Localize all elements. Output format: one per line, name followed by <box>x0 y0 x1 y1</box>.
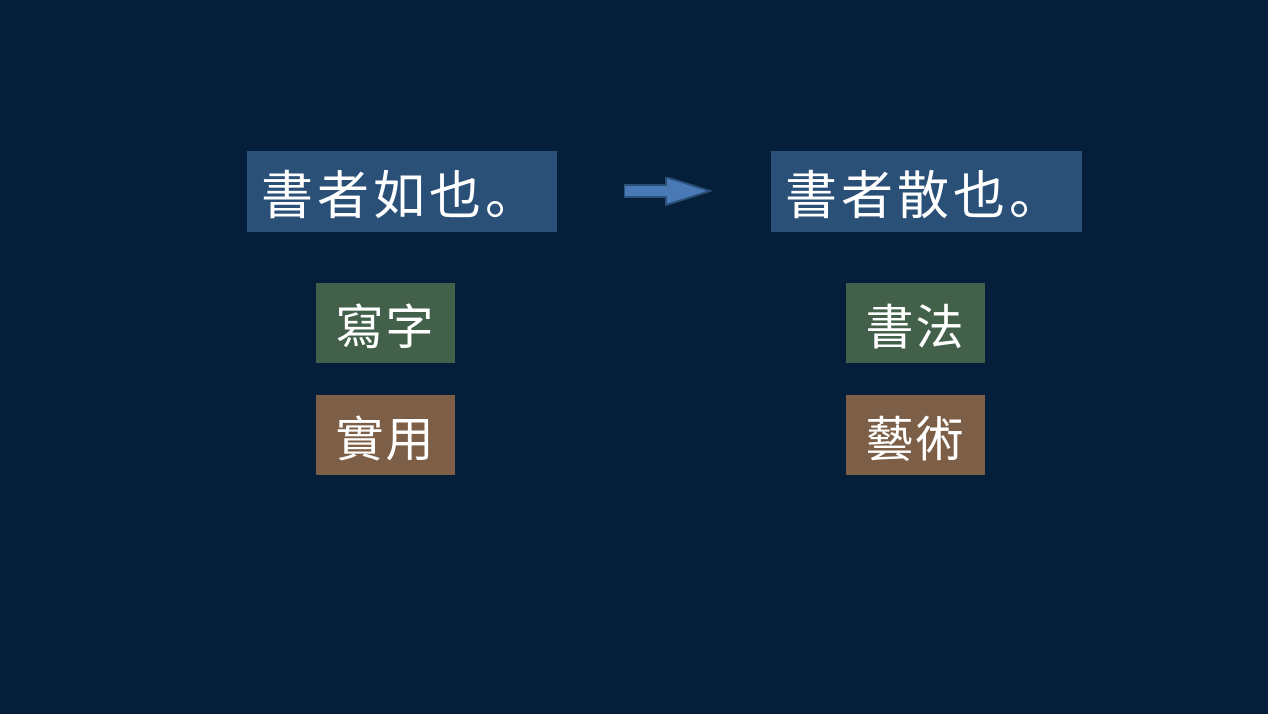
right-title: 書者散也。 <box>785 167 1066 227</box>
right-title-box: 書者散也。 <box>771 151 1082 232</box>
left-title-box: 書者如也。 <box>247 151 557 232</box>
tag-calligraphy: 書法 <box>846 283 985 363</box>
tag-practical: 實用 <box>316 395 455 475</box>
left-title: 書者如也。 <box>261 167 542 227</box>
tag-label: 藝術 <box>865 412 966 468</box>
tag-label: 實用 <box>335 412 436 468</box>
tag-writing: 寫字 <box>316 283 455 363</box>
tag-label: 寫字 <box>335 300 436 356</box>
tag-art: 藝術 <box>846 395 985 475</box>
arrow-right-icon <box>624 177 712 207</box>
tag-label: 書法 <box>865 300 966 356</box>
